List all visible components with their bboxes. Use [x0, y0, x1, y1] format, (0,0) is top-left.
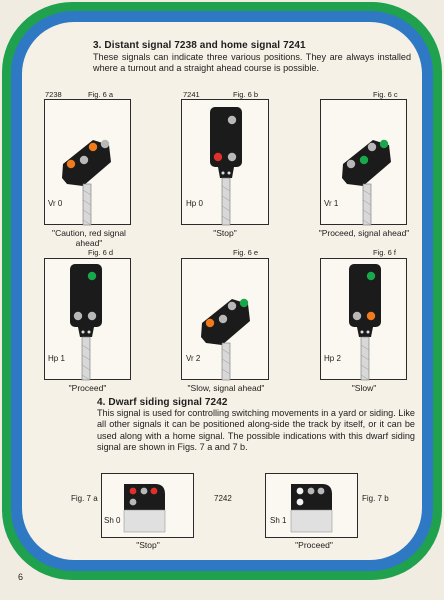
fig-7a-label: Fig. 7 a	[71, 494, 98, 503]
lamp-off-icon	[140, 487, 148, 495]
page-number: 6	[18, 572, 24, 582]
signal-box-6a	[44, 99, 131, 226]
caption-6d: "Proceed"	[68, 383, 107, 393]
lamp-red-icon	[129, 487, 137, 495]
caption-6c: "Proceed, signal ahead"	[318, 228, 410, 238]
caption-7a: "Stop"	[136, 540, 160, 550]
lamp-off-icon	[352, 311, 362, 321]
lamp-red-icon	[150, 487, 158, 495]
lamp-off-icon	[218, 314, 228, 324]
caption-6a: "Caution, red signal ahead"	[52, 228, 126, 248]
lamp-green-icon	[359, 155, 369, 165]
signal-box-6e	[181, 258, 269, 381]
lamp-orange-icon	[88, 142, 98, 152]
dwarf-box-7a	[101, 473, 194, 538]
signal-number-7242: 7242	[214, 494, 232, 503]
code-sh0: Sh 0	[104, 516, 121, 525]
fig-6d-label: Fig. 6 d	[88, 248, 114, 257]
lamp-off-icon	[100, 139, 110, 149]
section-4-title: 4. Dwarf siding signal 7242	[97, 397, 228, 408]
signal-6d-drawing	[70, 264, 102, 381]
lamp-off-icon	[307, 487, 315, 495]
dwarf-box-7b	[265, 473, 358, 538]
lamp-off-icon	[367, 142, 377, 152]
lamp-off-icon	[227, 115, 237, 125]
caption-7b: "Proceed"	[295, 540, 333, 550]
signal-6b-drawing	[210, 107, 242, 226]
code-sh1: Sh 1	[270, 516, 287, 525]
fig-6a-label: Fig. 6 a	[88, 90, 114, 99]
dwarf-7b-drawing	[290, 484, 333, 533]
lamp-off-icon	[73, 311, 83, 321]
signal-box-6c	[320, 99, 407, 226]
code-vr0: Vr 0	[48, 199, 63, 208]
signal-number-7238: 7238	[45, 90, 62, 99]
code-vr2: Vr 2	[186, 354, 201, 363]
lamp-orange-icon	[366, 311, 376, 321]
caption-6f: "Slow"	[351, 383, 377, 393]
lamp-off-icon	[87, 311, 97, 321]
lamp-orange-icon	[205, 318, 215, 328]
code-hp1: Hp 1	[48, 354, 65, 363]
fig-6c-label: Fig. 6 c	[373, 90, 398, 99]
lamp-orange-icon	[66, 159, 76, 169]
fig-6e-label: Fig. 6 e	[233, 248, 259, 257]
lamp-green-icon	[379, 139, 389, 149]
dwarf-7a-drawing	[123, 484, 166, 533]
lamp-off-icon	[346, 159, 356, 169]
lamp-green-icon	[87, 271, 97, 281]
caption-6e: "Slow, signal ahead"	[187, 383, 265, 393]
fig-6f-label: Fig. 6 f	[373, 248, 396, 257]
signal-6e-drawing	[201, 298, 250, 381]
lamp-red-icon	[213, 152, 223, 162]
signal-6c-drawing	[342, 139, 391, 226]
signal-box-6b	[181, 99, 269, 226]
lamp-white-icon	[296, 498, 304, 506]
section-3-text: These signals can indicate three various…	[93, 52, 411, 74]
section-4-text: This signal is used for controlling swit…	[97, 408, 415, 452]
fig-7b-label: Fig. 7 b	[362, 494, 389, 503]
lamp-off-icon	[79, 155, 89, 165]
caption-6b: "Stop"	[213, 228, 237, 238]
code-vr1: Vr 1	[324, 199, 339, 208]
signal-box-6f	[320, 258, 407, 381]
section-3-title: 3. Distant signal 7238 and home signal 7…	[93, 40, 306, 51]
lamp-off-icon	[317, 487, 325, 495]
code-hp2: Hp 2	[324, 354, 341, 363]
lamp-white-icon	[296, 487, 304, 495]
lamp-off-icon	[227, 152, 237, 162]
lamp-off-icon	[227, 301, 237, 311]
lamp-green-icon	[366, 271, 376, 281]
signal-number-7241: 7241	[183, 90, 200, 99]
signal-box-6d	[44, 258, 131, 381]
signal-6a-drawing	[62, 139, 111, 226]
signal-6f-drawing	[349, 264, 381, 381]
code-hp0: Hp 0	[186, 199, 203, 208]
fig-6b-label: Fig. 6 b	[233, 90, 259, 99]
lamp-green-icon	[239, 298, 249, 308]
lamp-off-icon	[129, 498, 137, 506]
